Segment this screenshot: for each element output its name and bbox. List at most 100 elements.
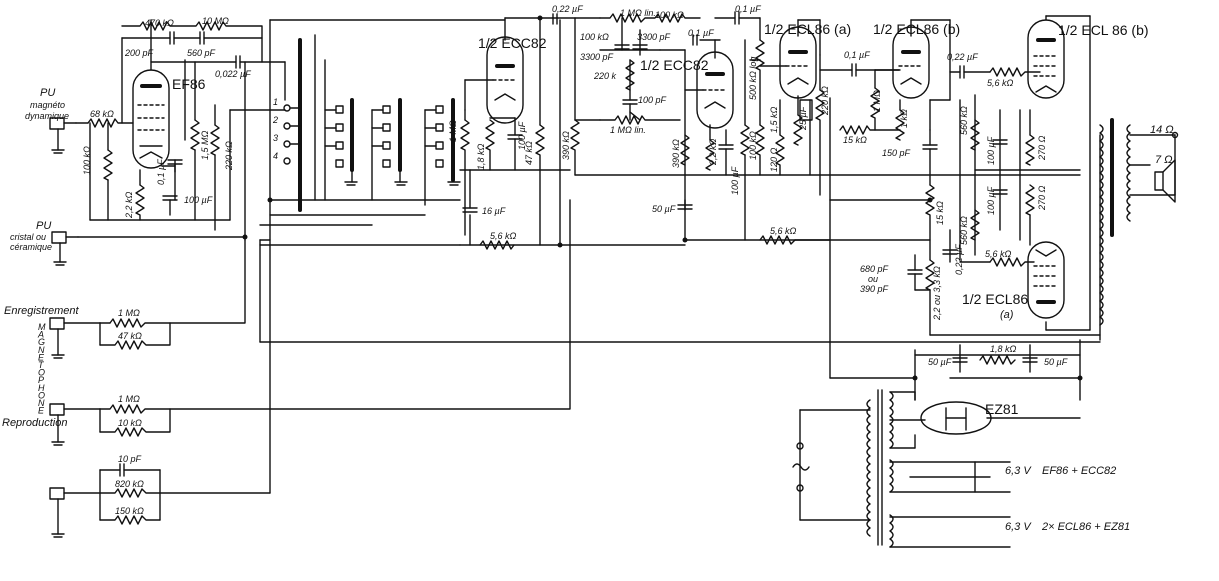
c-680-label: 680 pF — [860, 264, 889, 274]
ecl86-b-triode-tube — [892, 26, 930, 99]
magnetophone-letter: P — [38, 375, 44, 385]
r-1m-lin-b-label: 1 MΩ lin. — [610, 125, 646, 135]
ez81-label: EZ81 — [985, 401, 1019, 417]
magnetophone-letter: E — [38, 352, 45, 362]
c-50u-c-label: 50 µF — [1044, 357, 1068, 367]
pu-magneto-label-1: PU — [40, 87, 55, 99]
c-3300p-b-label: 3300 pF — [637, 32, 671, 42]
ef86-label: EF86 — [172, 76, 206, 92]
reproduction-label: Reproduction — [2, 417, 67, 429]
r-100k-b-label: 100 kΩ — [580, 32, 609, 42]
magnetophone-letter: A — [37, 330, 44, 340]
pu-magneto-label-2: magnéto — [30, 100, 65, 110]
c-100u-e-label: 100 µF — [986, 186, 996, 215]
junction-dot — [682, 237, 688, 243]
switch-pos-1: 1 — [273, 97, 278, 107]
r-15k-b-label: 15 kΩ — [843, 135, 867, 145]
r-10m-label: 10 MΩ — [202, 16, 229, 26]
r-1m-rep-label: 1 MΩ — [118, 394, 140, 404]
r-270-a-label: 270 Ω — [1037, 135, 1047, 161]
c-150p-label: 150 pF — [882, 148, 911, 158]
c-390-label: 390 pF — [860, 284, 889, 294]
ecl86-b-label: 1/2 ECL86 (b) — [873, 21, 960, 37]
switch-pos-2: 2 — [272, 115, 278, 125]
out-14-terminal — [1171, 131, 1179, 139]
common-rails — [259, 19, 1101, 343]
ecc82-b-tube — [696, 51, 734, 129]
c-022-b-label: 0,22 µF — [552, 4, 583, 14]
r-56k-b-label: 5,6 kΩ — [770, 226, 797, 236]
r-18k-b-label: 1,8 kΩ — [990, 344, 1017, 354]
r-56k-a-label: 5,6 kΩ — [490, 231, 517, 241]
ef86-tube — [132, 69, 170, 169]
magnetophone-letter: O — [38, 390, 45, 400]
junction-dot — [927, 197, 933, 203]
r-18k-label: 1,8 kΩ — [476, 143, 486, 170]
r-390k-a-label: 390 kΩ — [561, 131, 571, 160]
ecl86-bottom-pentode-tube — [1027, 241, 1065, 319]
input-jack-pu-cristal — [51, 231, 79, 266]
r-560k-a-label: 560 kΩ — [959, 106, 969, 135]
r-15k-c-label: 15 kΩ — [935, 201, 945, 225]
c-01-b-label: 0,1 µF — [688, 28, 714, 38]
junction-dot — [537, 15, 543, 21]
ecl86-a-triode-tube — [779, 26, 817, 99]
input-jack-pu-magneto — [49, 117, 77, 154]
r-270-b-label: 270 Ω — [1037, 185, 1047, 211]
junction-dot — [912, 375, 918, 381]
c-01-a-label: 0,1 µF — [156, 159, 166, 185]
c-022-d-label: 0,22 µF — [954, 244, 964, 275]
ez81-tube — [920, 401, 992, 435]
pu-cristal-label-2: cristal ou — [10, 232, 46, 242]
c-200p-label: 200 pF — [124, 48, 154, 58]
r-22-33-label: 2,2 ou 3,3 kΩ — [932, 266, 942, 321]
c-50u-a-label: 50 µF — [652, 204, 676, 214]
c-01-d-label: 0,1 µF — [844, 50, 870, 60]
r-22k-label: 2,2 kΩ — [124, 191, 134, 219]
c-100u-b-label: 100 µF — [517, 121, 527, 150]
switch-pos-4: 4 — [273, 151, 278, 161]
ecl86-b-wiring — [829, 19, 1041, 261]
rep-network — [99, 199, 571, 437]
c-100p-label: 100 pF — [638, 95, 667, 105]
r-820k-label: 820 kΩ — [115, 479, 144, 489]
ecl86-bottom-pentode-sub: (a) — [1000, 309, 1014, 321]
output-transformer — [1099, 118, 1176, 326]
c-50u-b-label: 50 µF — [928, 357, 952, 367]
pu-magneto-label-3: dynamique — [25, 111, 69, 121]
magnetophone-letter: T — [38, 360, 45, 370]
pu-cristal-label-3: céramique — [10, 242, 52, 252]
input-jack-rec — [49, 317, 101, 359]
c-01-c-label: 0,1 µF — [735, 4, 761, 14]
r-68k-label: 68 kΩ — [90, 109, 114, 119]
aux-network — [99, 244, 271, 525]
ecc82-a-label: 1/2 ECC82 — [478, 35, 547, 51]
r-560k-b-label: 560 kΩ — [959, 216, 969, 245]
r-1m-b-label: 1 MΩ — [872, 90, 882, 112]
tone-network — [574, 13, 701, 125]
magnetophone-letter: M — [38, 322, 46, 332]
out-14-label: 14 Ω — [1150, 124, 1174, 136]
c-25u-label: 25 µF — [798, 106, 808, 131]
ecc82-b-label: 1/2 ECC82 — [640, 57, 709, 73]
input-jack-aux — [49, 487, 101, 538]
ecc82-a-wiring — [459, 13, 601, 250]
r-390k-b-label: 390 kΩ — [671, 139, 681, 168]
ecl86-a-wiring — [759, 19, 901, 201]
r-150k-label: 150 kΩ — [115, 506, 144, 516]
magnetophone-letter: G — [38, 337, 45, 347]
ecl86-top-pentode-tube — [1027, 19, 1065, 99]
c-680-or-label: ou — [868, 274, 878, 284]
r-47k-rec-label: 47 kΩ — [118, 331, 142, 341]
selector-switch — [259, 34, 461, 226]
enregistrement-label: Enregistrement — [4, 305, 80, 317]
magnetophone-letter: N — [38, 398, 45, 408]
r-100k-a-label: 100 kΩ — [82, 146, 92, 175]
rec-network — [99, 239, 246, 350]
ecl86-top-pentode-label: 1/2 ECL 86 (b) — [1058, 22, 1149, 38]
r-500k-log-label: 500 kΩ log — [748, 57, 758, 100]
c-100u-a-label: 100 µF — [184, 195, 213, 205]
magnetophone-letter: N — [38, 345, 45, 355]
